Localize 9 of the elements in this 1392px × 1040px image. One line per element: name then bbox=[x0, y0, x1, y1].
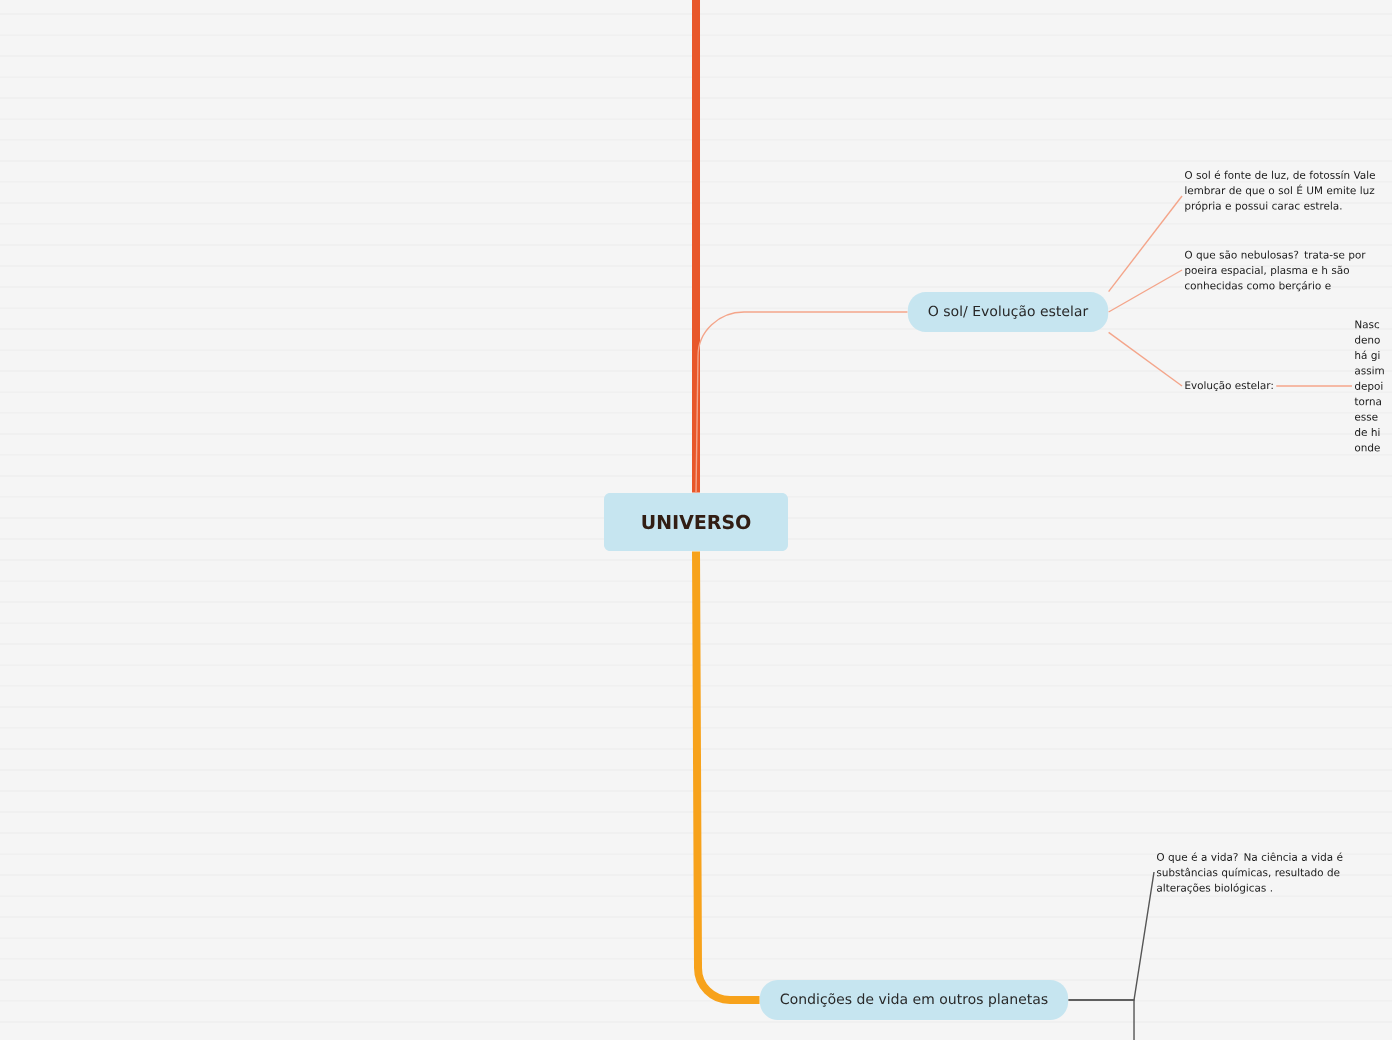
branch-line bbox=[695, 311, 909, 494]
branch-line bbox=[1107, 331, 1183, 387]
central-topic-box: UNIVERSO bbox=[604, 493, 788, 551]
branch-line bbox=[1107, 195, 1183, 293]
branch-line bbox=[692, 551, 760, 1004]
branch-line bbox=[692, 0, 700, 493]
branch-line bbox=[1275, 385, 1353, 387]
branch-line bbox=[1067, 999, 1135, 1040]
branch-line bbox=[1107, 269, 1183, 313]
